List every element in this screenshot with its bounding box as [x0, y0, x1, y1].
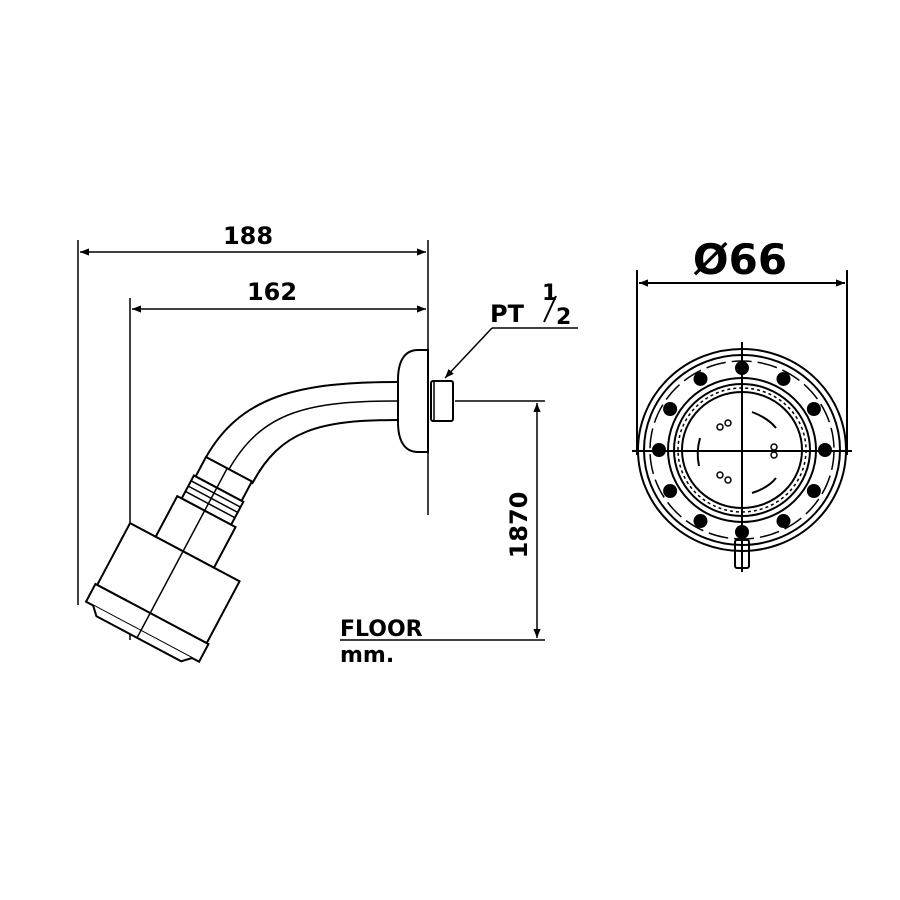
thread-denominator: 2 [556, 305, 571, 330]
thread-prefix: PT [490, 300, 525, 328]
thread-ring [190, 480, 241, 508]
diameter-label: Ø66 [693, 235, 787, 284]
spray-hole [776, 514, 791, 529]
shower-arm-centerline [227, 400, 401, 472]
floor-label: FLOOR [340, 617, 423, 642]
shower-head [84, 455, 254, 664]
head-face [92, 605, 193, 663]
shower-arm-bottom-edge [251, 419, 399, 485]
thread-ring [187, 485, 239, 514]
shower-arm-top-edge [204, 381, 399, 460]
small-hole [716, 423, 724, 431]
spray-hole [776, 371, 791, 386]
dimension-162-label: 162 [247, 278, 297, 306]
spray-hole [663, 484, 678, 498]
thread-numerator: 1 [542, 281, 557, 306]
slot [751, 411, 777, 429]
dimension-188-label: 188 [223, 222, 273, 250]
side-view: 188 162 PT 1 2 [77, 222, 578, 668]
dimension-1870-label: 1870 [505, 492, 533, 559]
head-centerline [136, 467, 228, 639]
callout-leader [444, 327, 493, 379]
small-hole [724, 476, 732, 484]
unit-label: mm. [340, 643, 394, 668]
small-hole [716, 471, 724, 479]
spray-hole [693, 371, 708, 386]
front-view: Ø66 [632, 235, 852, 572]
small-hole [770, 451, 778, 459]
wall-flange [397, 349, 429, 453]
fraction-slash [543, 295, 557, 323]
spray-hole [806, 484, 821, 498]
spray-holes-outer [652, 361, 832, 539]
small-hole [724, 419, 732, 427]
spray-hole [693, 514, 708, 529]
spray-hole [663, 402, 678, 416]
spray-hole [806, 402, 821, 416]
small-hole [770, 443, 778, 451]
thread-ring [185, 490, 236, 519]
slot [751, 477, 777, 494]
thread-nut [430, 380, 454, 422]
